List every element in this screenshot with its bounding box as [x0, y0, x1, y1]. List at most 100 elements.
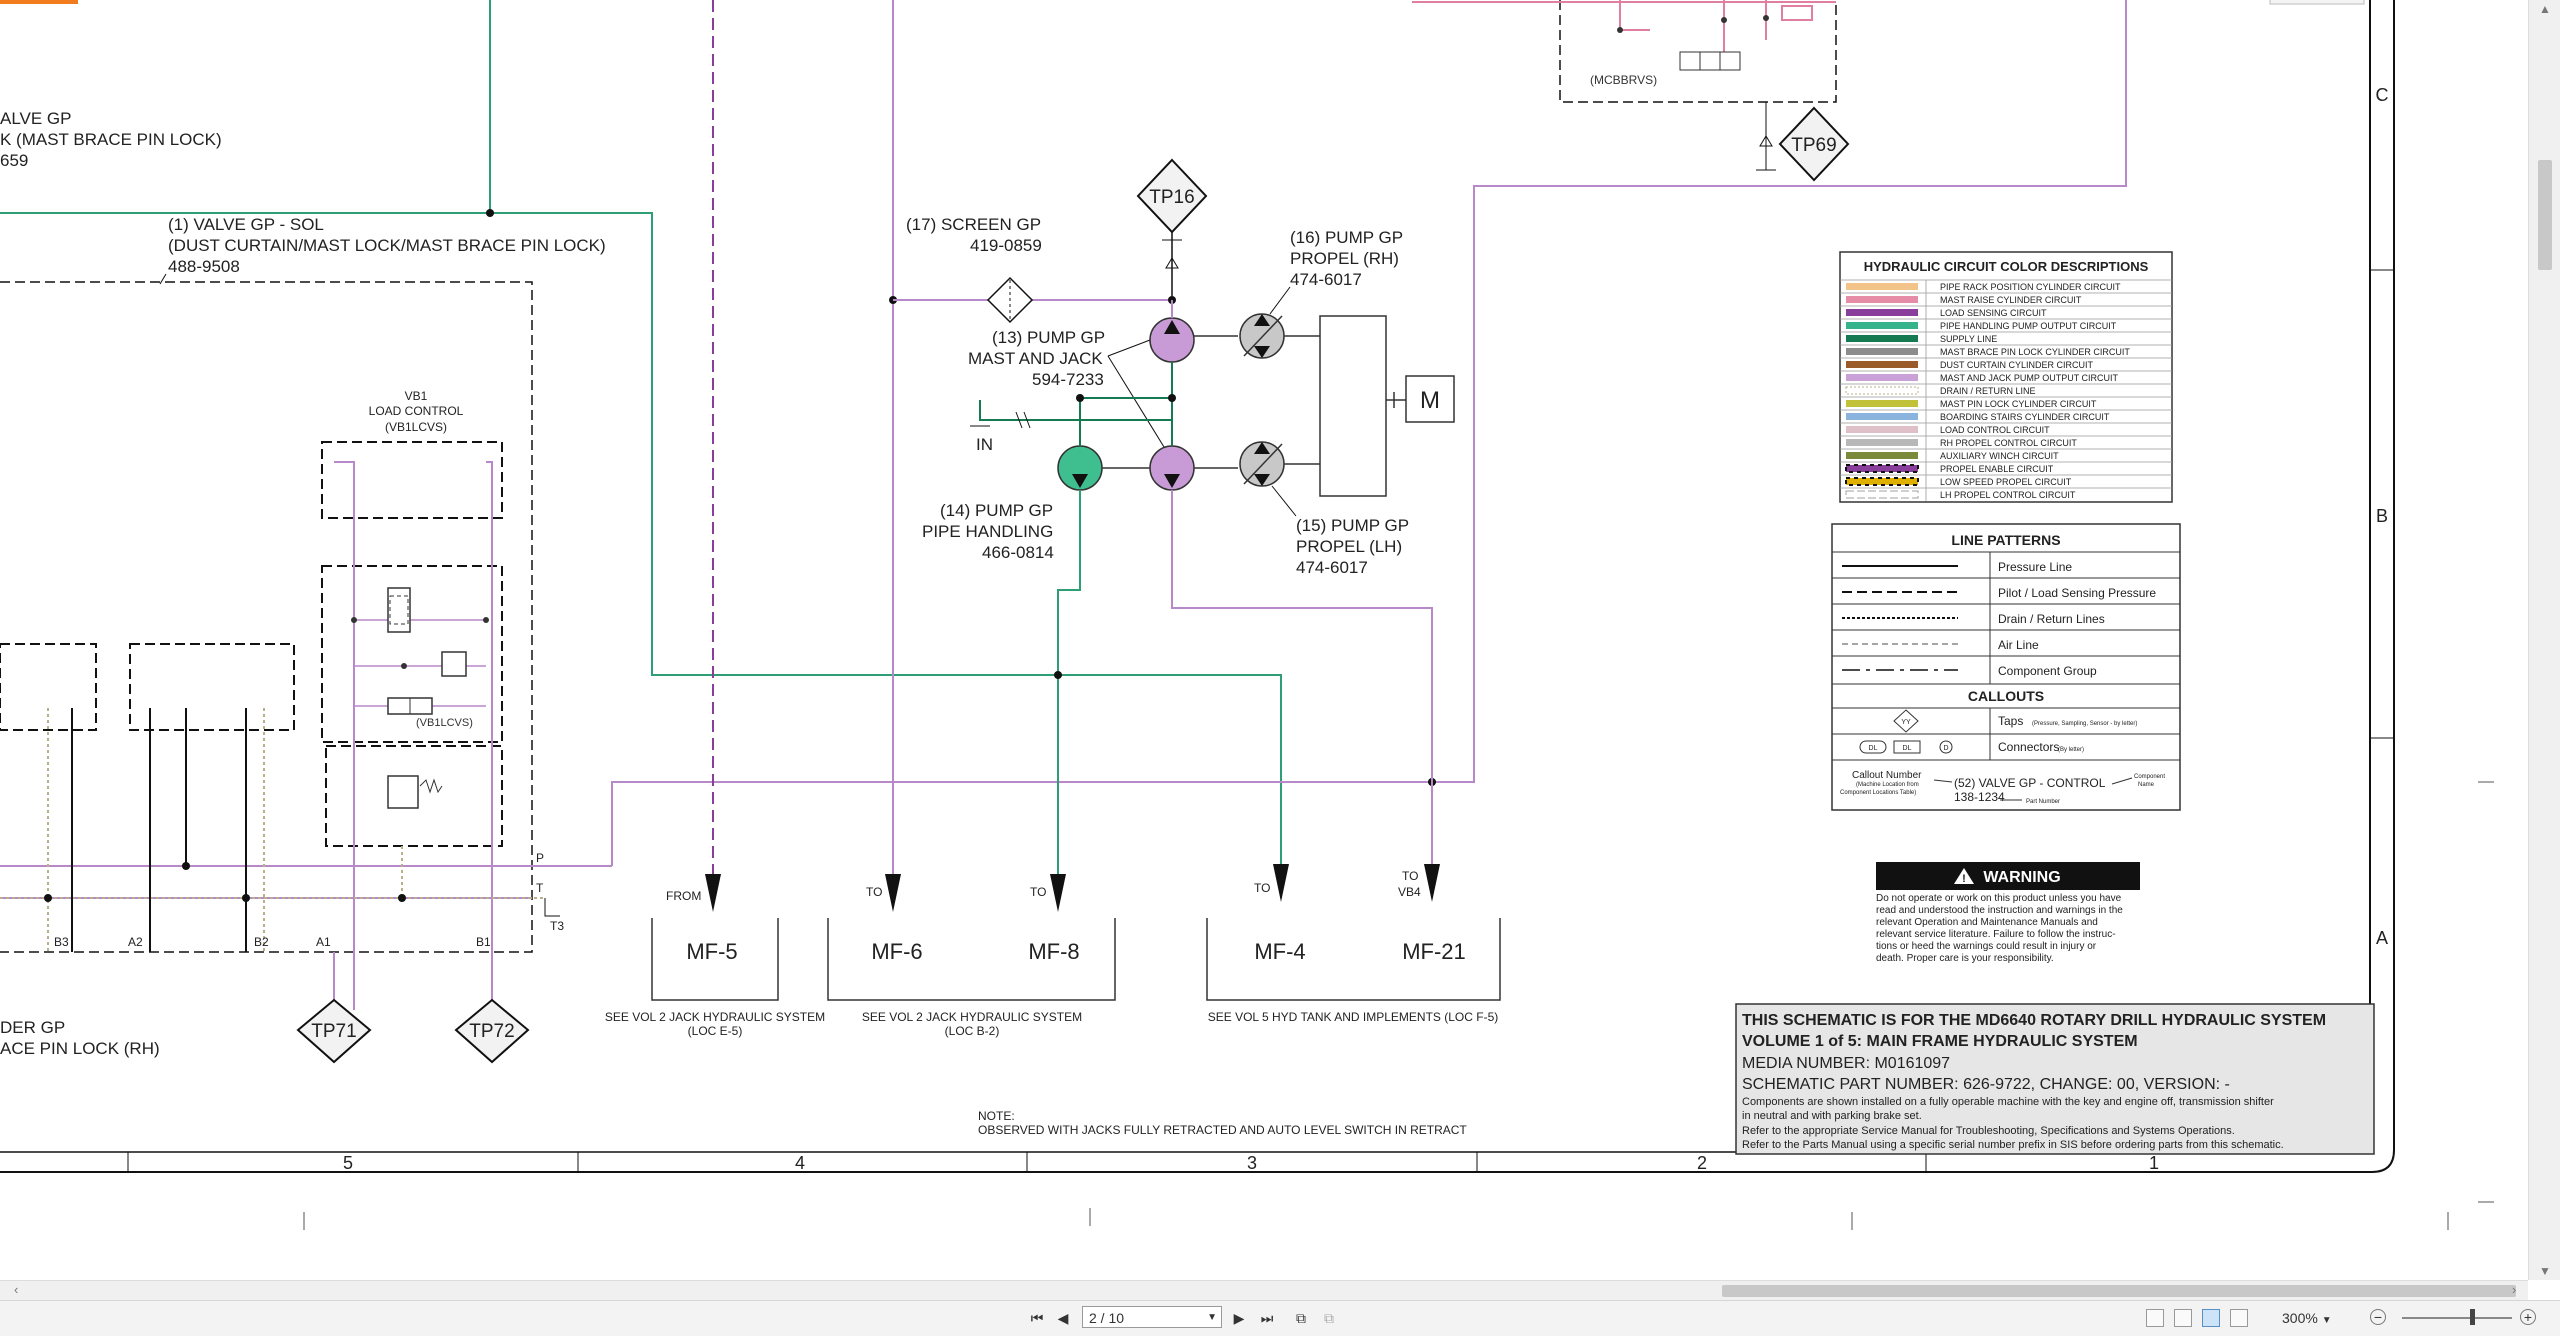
tp16-label: TP16 — [1149, 187, 1194, 208]
first-page-icon[interactable]: ⏮ — [1030, 1310, 1044, 1326]
taps-note: (Pressure, Sampling, Sensor - by letter) — [2032, 721, 2137, 727]
zoom-chevron-down-icon[interactable]: ▼ — [2321, 1315, 2332, 1326]
flow-to-label-2: TO — [1030, 885, 1046, 899]
title-note-2: in neutral and with parking brake set. — [1742, 1110, 1922, 1122]
pump14-name: (14) PUMP GP — [940, 501, 1053, 520]
pump15-part: 474-6017 — [1296, 558, 1368, 577]
zone-col-5: 5 — [343, 1153, 353, 1173]
line-patterns: LINE PATTERNS Pressure Line Pilot / Load… — [1831, 523, 2181, 811]
schematic-part-number: SCHEMATIC PART NUMBER: 626-9722, CHANGE:… — [1742, 1076, 2230, 1093]
title-note-3: Refer to the appropriate Service Manual … — [1742, 1125, 2235, 1137]
mcbbrvs-label: (MCBBRVS) — [1590, 73, 1657, 87]
previous-view-icon[interactable]: ⧉ — [1296, 1310, 1306, 1326]
flow-from-label: FROM — [666, 889, 701, 903]
note-text: OBSERVED WITH JACKS FULLY RETRACTED AND … — [978, 1123, 1467, 1137]
pump14-desc: PIPE HANDLING — [922, 522, 1053, 541]
zoom-level[interactable]: 300% ▼ — [2282, 1307, 2352, 1329]
title-note-4: Refer to the Parts Manual using a specif… — [1742, 1139, 2284, 1151]
connectors-label: Connectors — [1998, 740, 2059, 754]
taps-symbol: YY — [1901, 719, 1911, 726]
zoom-in-icon[interactable]: + — [2520, 1309, 2536, 1325]
title-block: THIS SCHEMATIC IS FOR THE MD6640 ROTARY … — [1735, 1003, 2375, 1155]
pump15-name: (15) PUMP GP — [1296, 516, 1409, 535]
pump14-part: 466-0814 — [982, 543, 1054, 562]
see-vol2-b2-2: (LOC B-2) — [945, 1024, 1000, 1038]
legend-item-label: LOAD CONTROL CIRCUIT — [1940, 425, 2050, 435]
scroll-left-icon[interactable]: ‹ — [14, 1282, 19, 1297]
two-page-continuous-view-icon[interactable] — [2230, 1309, 2248, 1327]
legend-item-label: RH PROPEL CONTROL CIRCUIT — [1940, 438, 2077, 448]
fragment-mast-brace: K (MAST BRACE PIN LOCK) — [0, 130, 222, 149]
next-page-icon[interactable]: ▶ — [1233, 1310, 1245, 1326]
page-number-value: 2 / 10 — [1089, 1310, 1125, 1326]
vb1-valve-code: (VB1LCVS) — [416, 717, 473, 729]
pump13-name: (13) PUMP GP — [992, 328, 1105, 347]
document-viewport[interactable]: 5 4 3 2 1 C B A ALVE GP K (MAST BRACE PI… — [0, 0, 2528, 1280]
media-number: MEDIA NUMBER: M0161097 — [1742, 1055, 1950, 1072]
legend-item-label: PIPE RACK POSITION CYLINDER CIRCUIT — [1940, 282, 2121, 292]
legend-item-label: AUXILIARY WINCH CIRCUIT — [1940, 451, 2059, 461]
pattern-drain: Drain / Return Lines — [1998, 612, 2105, 626]
legend-item-label: DRAIN / RETURN LINE — [1940, 386, 2036, 396]
warning-line-1: Do not operate or work on this product u… — [1876, 893, 2122, 904]
horizontal-scroll-thumb[interactable] — [1722, 1285, 2516, 1297]
zoom-slider-track[interactable] — [2402, 1317, 2512, 1319]
tp69-label: TP69 — [1791, 135, 1836, 156]
continuous-view-icon[interactable] — [2174, 1309, 2192, 1327]
page-number-field[interactable]: 2 / 10 ▼ — [1082, 1306, 1222, 1328]
pattern-pressure: Pressure Line — [1998, 560, 2072, 574]
port-b2: B2 — [254, 935, 269, 949]
flow-vb4-label: VB4 — [1398, 885, 1421, 899]
legend-swatch — [1845, 464, 1919, 473]
legend-swatch — [1846, 400, 1918, 407]
legend-item-label: LOW SPEED PROPEL CIRCUIT — [1940, 477, 2072, 487]
mf6-label[interactable]: MF-6 — [871, 939, 922, 964]
zone-row-a: A — [2376, 928, 2388, 948]
single-page-view-icon[interactable] — [2146, 1309, 2164, 1327]
mf8-label[interactable]: MF-8 — [1028, 939, 1079, 964]
legend-swatch — [1846, 413, 1918, 420]
chevron-down-icon[interactable]: ▼ — [1207, 1312, 1217, 1323]
scroll-right-icon[interactable]: › — [2512, 1282, 2517, 1297]
legend: HYDRAULIC CIRCUIT COLOR DESCRIPTIONS PIP… — [1839, 251, 2173, 503]
last-page-icon[interactable]: ⏭ — [1260, 1310, 1274, 1326]
pattern-group: Component Group — [1998, 664, 2097, 678]
warning-line-4: relevant service literature. Failure to … — [1876, 929, 2116, 940]
legend-swatch — [1845, 477, 1919, 486]
zoom-slider-handle[interactable] — [2470, 1309, 2475, 1325]
two-page-view-icon[interactable] — [2202, 1309, 2220, 1327]
mf21-label[interactable]: MF-21 — [1402, 939, 1466, 964]
connector-symbol-3: D — [1943, 745, 1948, 752]
legend-swatch — [1846, 361, 1918, 368]
port-b1: B1 — [476, 935, 491, 949]
port-p: P — [536, 851, 544, 865]
mf4-label[interactable]: MF-4 — [1254, 939, 1305, 964]
scroll-down-icon[interactable]: ▼ — [2539, 1264, 2551, 1278]
legend-swatch — [1846, 283, 1918, 290]
in-label: IN — [976, 435, 993, 454]
callout-example-part: 138-1234 — [1954, 790, 2005, 804]
warning-box: ! WARNING Do not operate or work on this… — [1876, 862, 2140, 964]
taps-label: Taps — [1998, 714, 2023, 728]
vertical-scroll-thumb[interactable] — [2538, 160, 2552, 270]
legend-item-label: BOARDING STAIRS CYLINDER CIRCUIT — [1940, 412, 2110, 422]
legend-swatch — [1846, 452, 1918, 459]
horizontal-scrollbar[interactable]: ‹ › — [0, 1280, 2528, 1301]
flow-to-label-1: TO — [866, 885, 882, 899]
tp72-label: TP72 — [469, 1021, 514, 1042]
mf5-label[interactable]: MF-5 — [686, 939, 737, 964]
line-patterns-title: LINE PATTERNS — [1951, 532, 2060, 548]
warning-line-6: death. Proper care is your responsibilit… — [1876, 953, 2054, 964]
zone-col-4: 4 — [795, 1153, 805, 1173]
zoom-value: 300% — [2282, 1310, 2318, 1326]
legend-title: HYDRAULIC CIRCUIT COLOR DESCRIPTIONS — [1864, 259, 2149, 274]
scroll-up-icon[interactable]: ▲ — [2539, 2, 2551, 16]
vertical-scrollbar[interactable]: ▲ ▼ — [2528, 0, 2560, 1280]
next-view-icon[interactable]: ⧉ — [1324, 1310, 1334, 1326]
legend-item-label: DUST CURTAIN CYLINDER CIRCUIT — [1940, 360, 2094, 370]
legend-item-label: MAST AND JACK PUMP OUTPUT CIRCUIT — [1940, 373, 2119, 383]
valve-gp-sol-desc: (DUST CURTAIN/MAST LOCK/MAST BRACE PIN L… — [168, 236, 606, 255]
previous-page-icon[interactable]: ◀ — [1057, 1310, 1069, 1326]
zoom-out-icon[interactable]: − — [2370, 1309, 2386, 1325]
pump15-desc: PROPEL (LH) — [1296, 537, 1402, 556]
